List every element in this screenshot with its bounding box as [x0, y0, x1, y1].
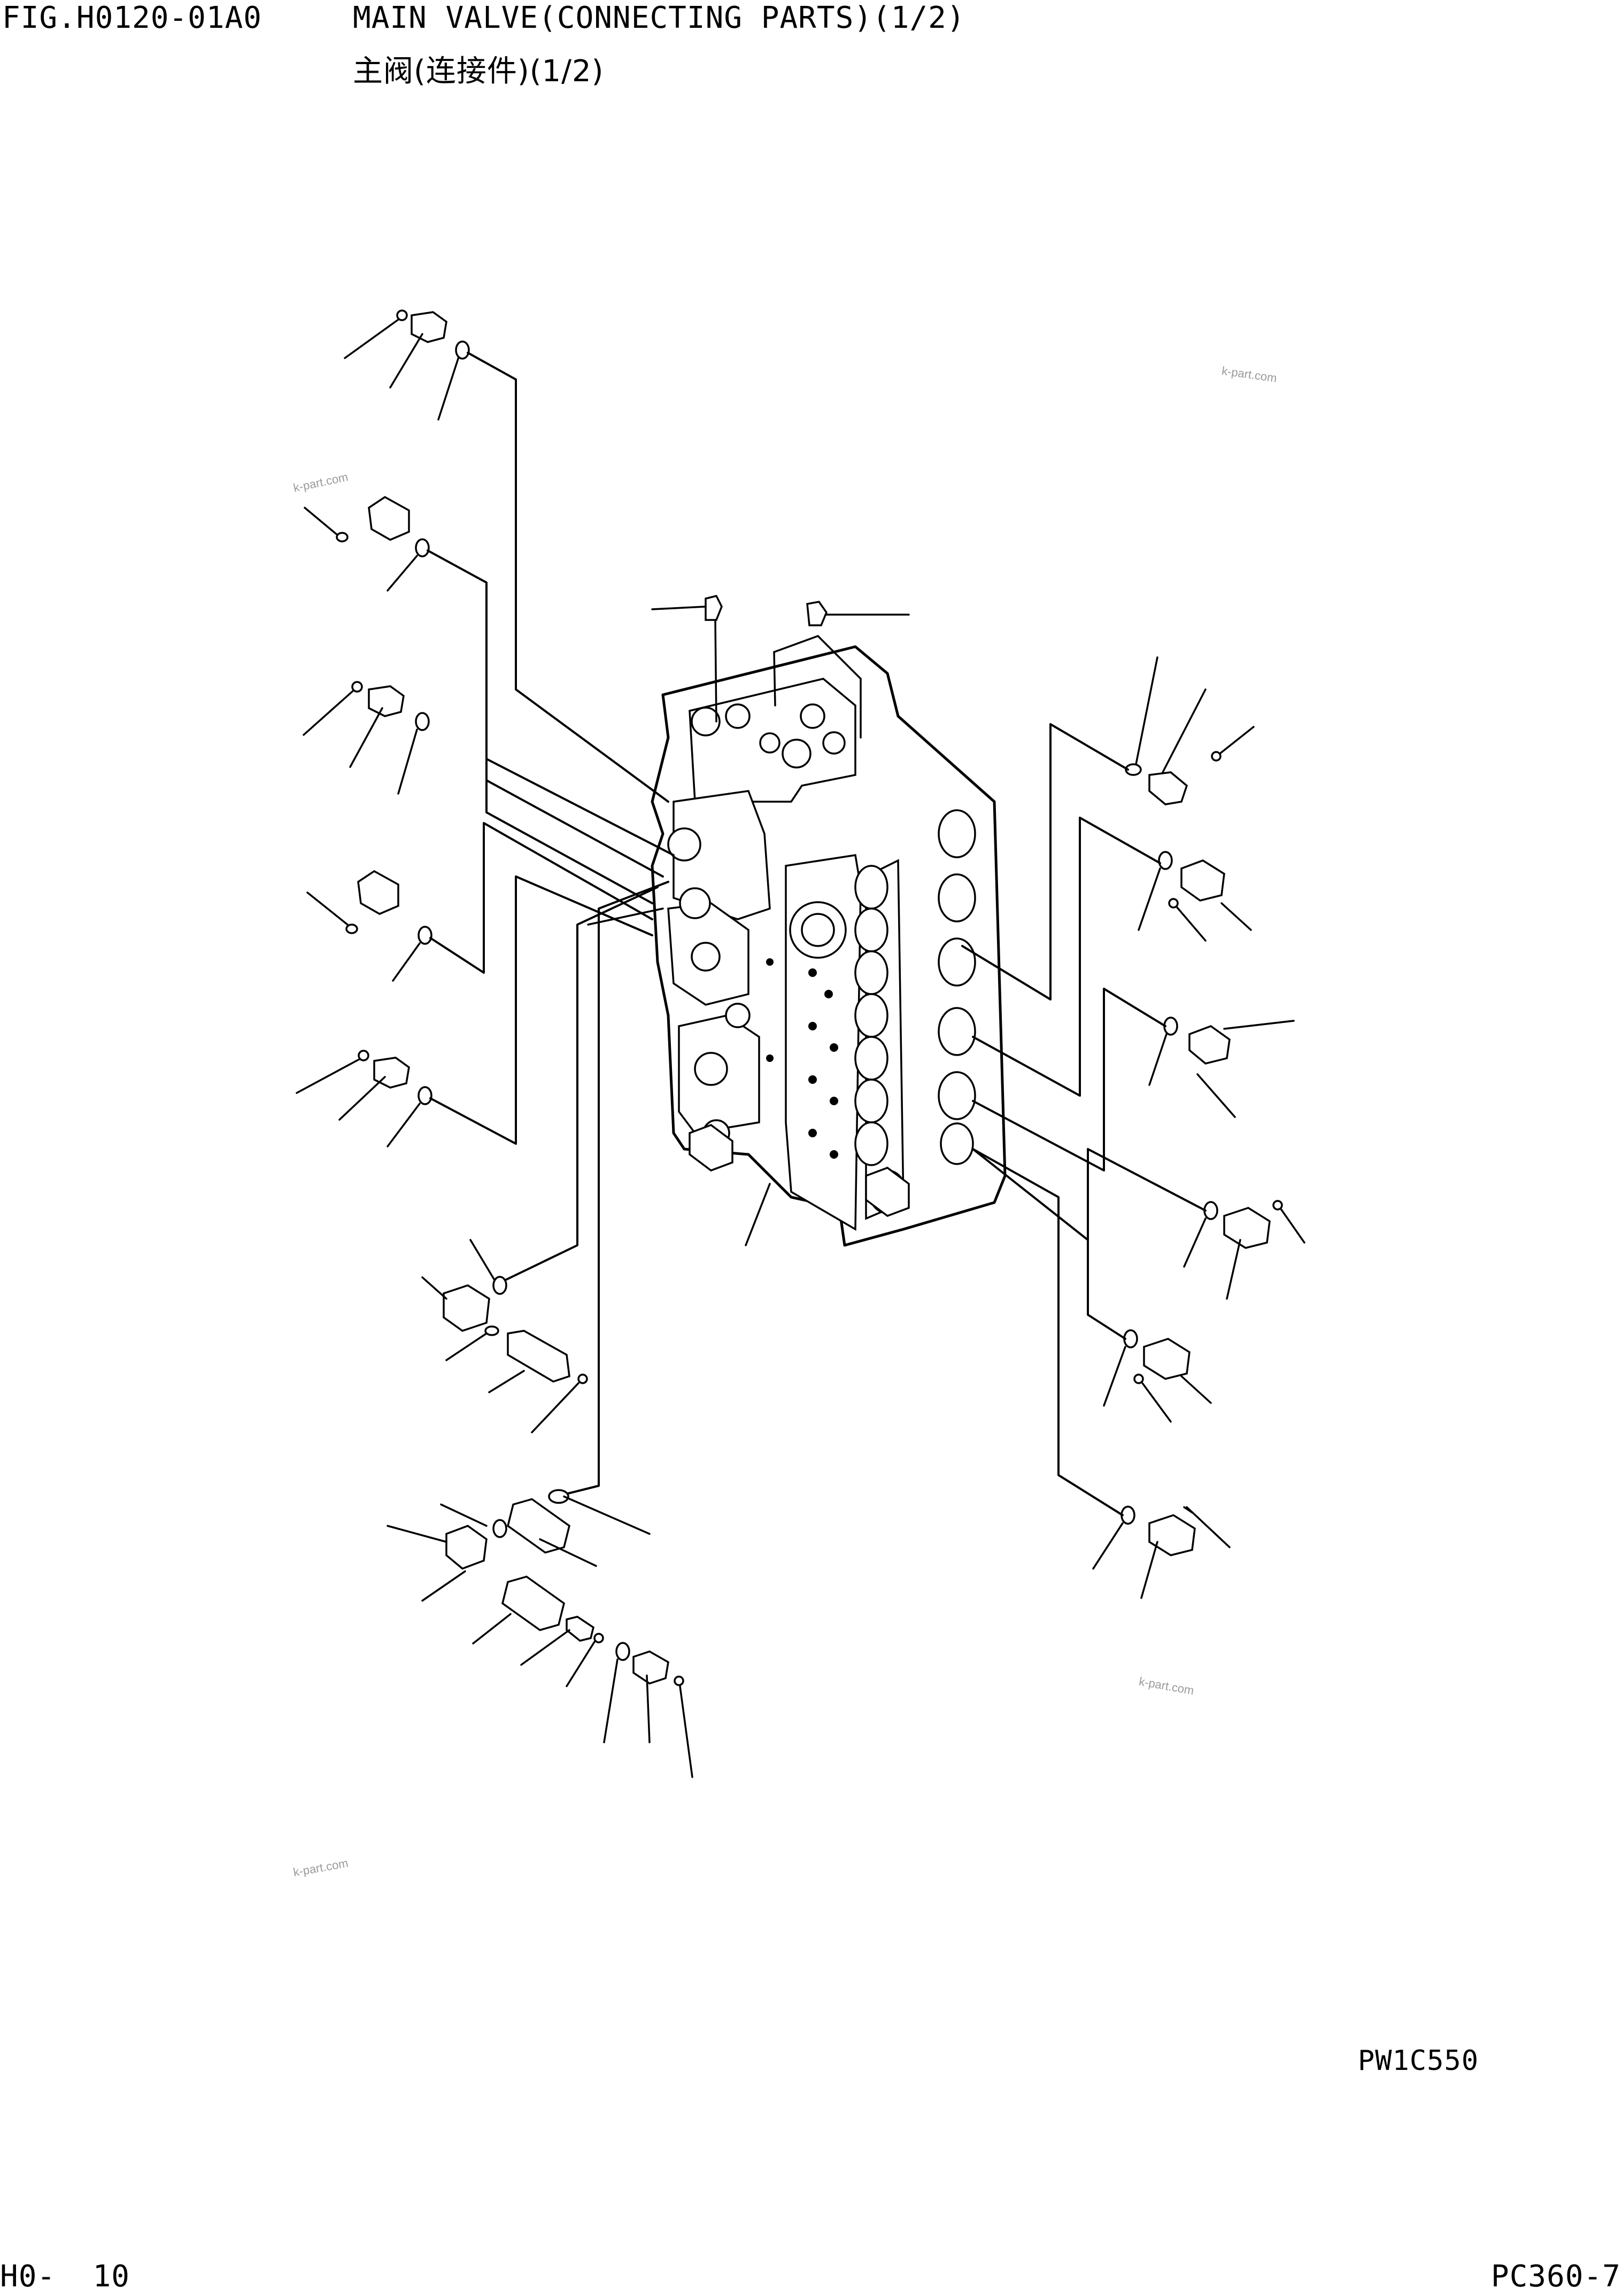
figure-title: MAIN VALVE(CONNECTING PARTS)(1/2): [353, 1, 965, 35]
leader-line: [745, 1183, 771, 1246]
machine-model: PC360-7: [1490, 2259, 1621, 2294]
figure-code: FIG.H0120-01A0: [2, 1, 262, 35]
main-valve-body: [651, 645, 1007, 1247]
page-number: H0- 10: [0, 2259, 130, 2294]
top-fittings: [651, 594, 910, 739]
figure-title-chinese: 主阀(连接件)(1/2): [353, 54, 604, 89]
drawing-id: PW1C550: [1358, 2045, 1479, 2077]
lower-left-parts: [387, 1239, 693, 1778]
right-fittings: [961, 656, 1305, 1599]
left-fittings: [296, 309, 675, 1498]
plug: [865, 1167, 910, 1217]
plug: [689, 1124, 733, 1172]
